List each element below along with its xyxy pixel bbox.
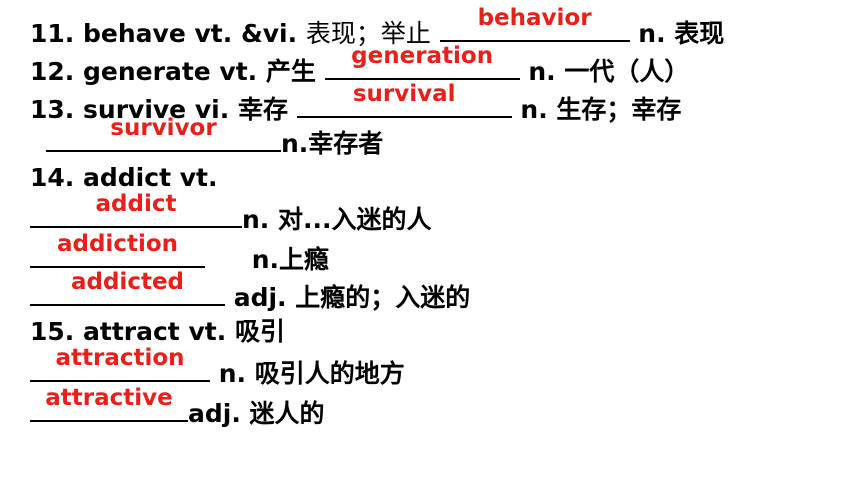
item-15: 15. attract vt. 吸引 [30, 316, 285, 348]
answer-text: survival [352, 81, 456, 107]
item-number: 12. [30, 57, 75, 86]
item-13: 13. survive vi. 幸存 survival n. 生存；幸存 [30, 81, 682, 126]
answer-text: addiction [56, 231, 179, 257]
meaning: 产生 [265, 57, 316, 86]
item-number: 11. [30, 19, 75, 48]
item-14: 14. addict vt. [30, 162, 217, 194]
part-of-speech-meaning: n.上瘾 [251, 245, 330, 274]
answer-blank: addict [30, 191, 242, 228]
answer-blank: attraction [30, 345, 210, 382]
part-of-speech-meaning: n. 表现 [638, 19, 725, 48]
answer-text: behavior [477, 5, 592, 31]
part-of-speech-meaning: adj. 上瘾的；入迷的 [233, 283, 471, 312]
headword: addict vt. [83, 163, 218, 192]
part-of-speech-meaning: n. 对...入迷的人 [242, 205, 432, 234]
answer-text: survivor [110, 115, 217, 141]
answer-blank: attractive [30, 385, 188, 422]
answer-blank: generation [324, 43, 520, 80]
item-15a: attraction n. 吸引人的地方 [30, 345, 405, 390]
item-number: 15. [30, 317, 75, 346]
part-of-speech-meaning: n. 一代（人） [528, 57, 690, 86]
item-14b: addiction n.上瘾 [30, 231, 330, 276]
headword: generate vt. [83, 57, 258, 86]
meaning: 表现；举止 [305, 19, 431, 48]
item-number: 14. [30, 163, 75, 192]
part-of-speech-meaning: n.幸存者 [281, 129, 384, 158]
meaning: 吸引 [234, 317, 285, 346]
part-of-speech-meaning: adj. 迷人的 [188, 399, 325, 428]
answer-blank: addicted [30, 269, 225, 306]
answer-blank: behavior [439, 5, 630, 42]
answer-blank: survival [296, 81, 512, 118]
item-15b: attractive adj. 迷人的 [30, 385, 325, 430]
part-of-speech-meaning: n. 生存；幸存 [520, 95, 682, 124]
headword: survive vi. [83, 95, 230, 124]
item-number: 13. [30, 95, 75, 124]
answer-text: addicted [70, 269, 185, 295]
answer-blank: addiction [30, 231, 205, 268]
answer-text: generation [351, 43, 494, 69]
item-12: 12. generate vt. 产生 generation n. 一代（人） [30, 43, 690, 88]
headword: behave vt. &vi. [83, 19, 298, 48]
answer-text: attractive [45, 385, 173, 411]
meaning: 幸存 [237, 95, 288, 124]
item-14c: addicted adj. 上瘾的；入迷的 [30, 269, 471, 314]
answer-text: addict [95, 191, 177, 217]
item-14a: addict n. 对...入迷的人 [30, 191, 432, 236]
part-of-speech-meaning: n. 吸引人的地方 [218, 359, 405, 388]
item-13b: survivor n.幸存者 [46, 115, 384, 160]
item-11: 11. behave vt. &vi. 表现；举止 behavior n. 表现 [30, 5, 725, 50]
answer-text: attraction [55, 345, 185, 371]
answer-blank: survivor [46, 115, 281, 152]
headword: attract vt. [83, 317, 227, 346]
